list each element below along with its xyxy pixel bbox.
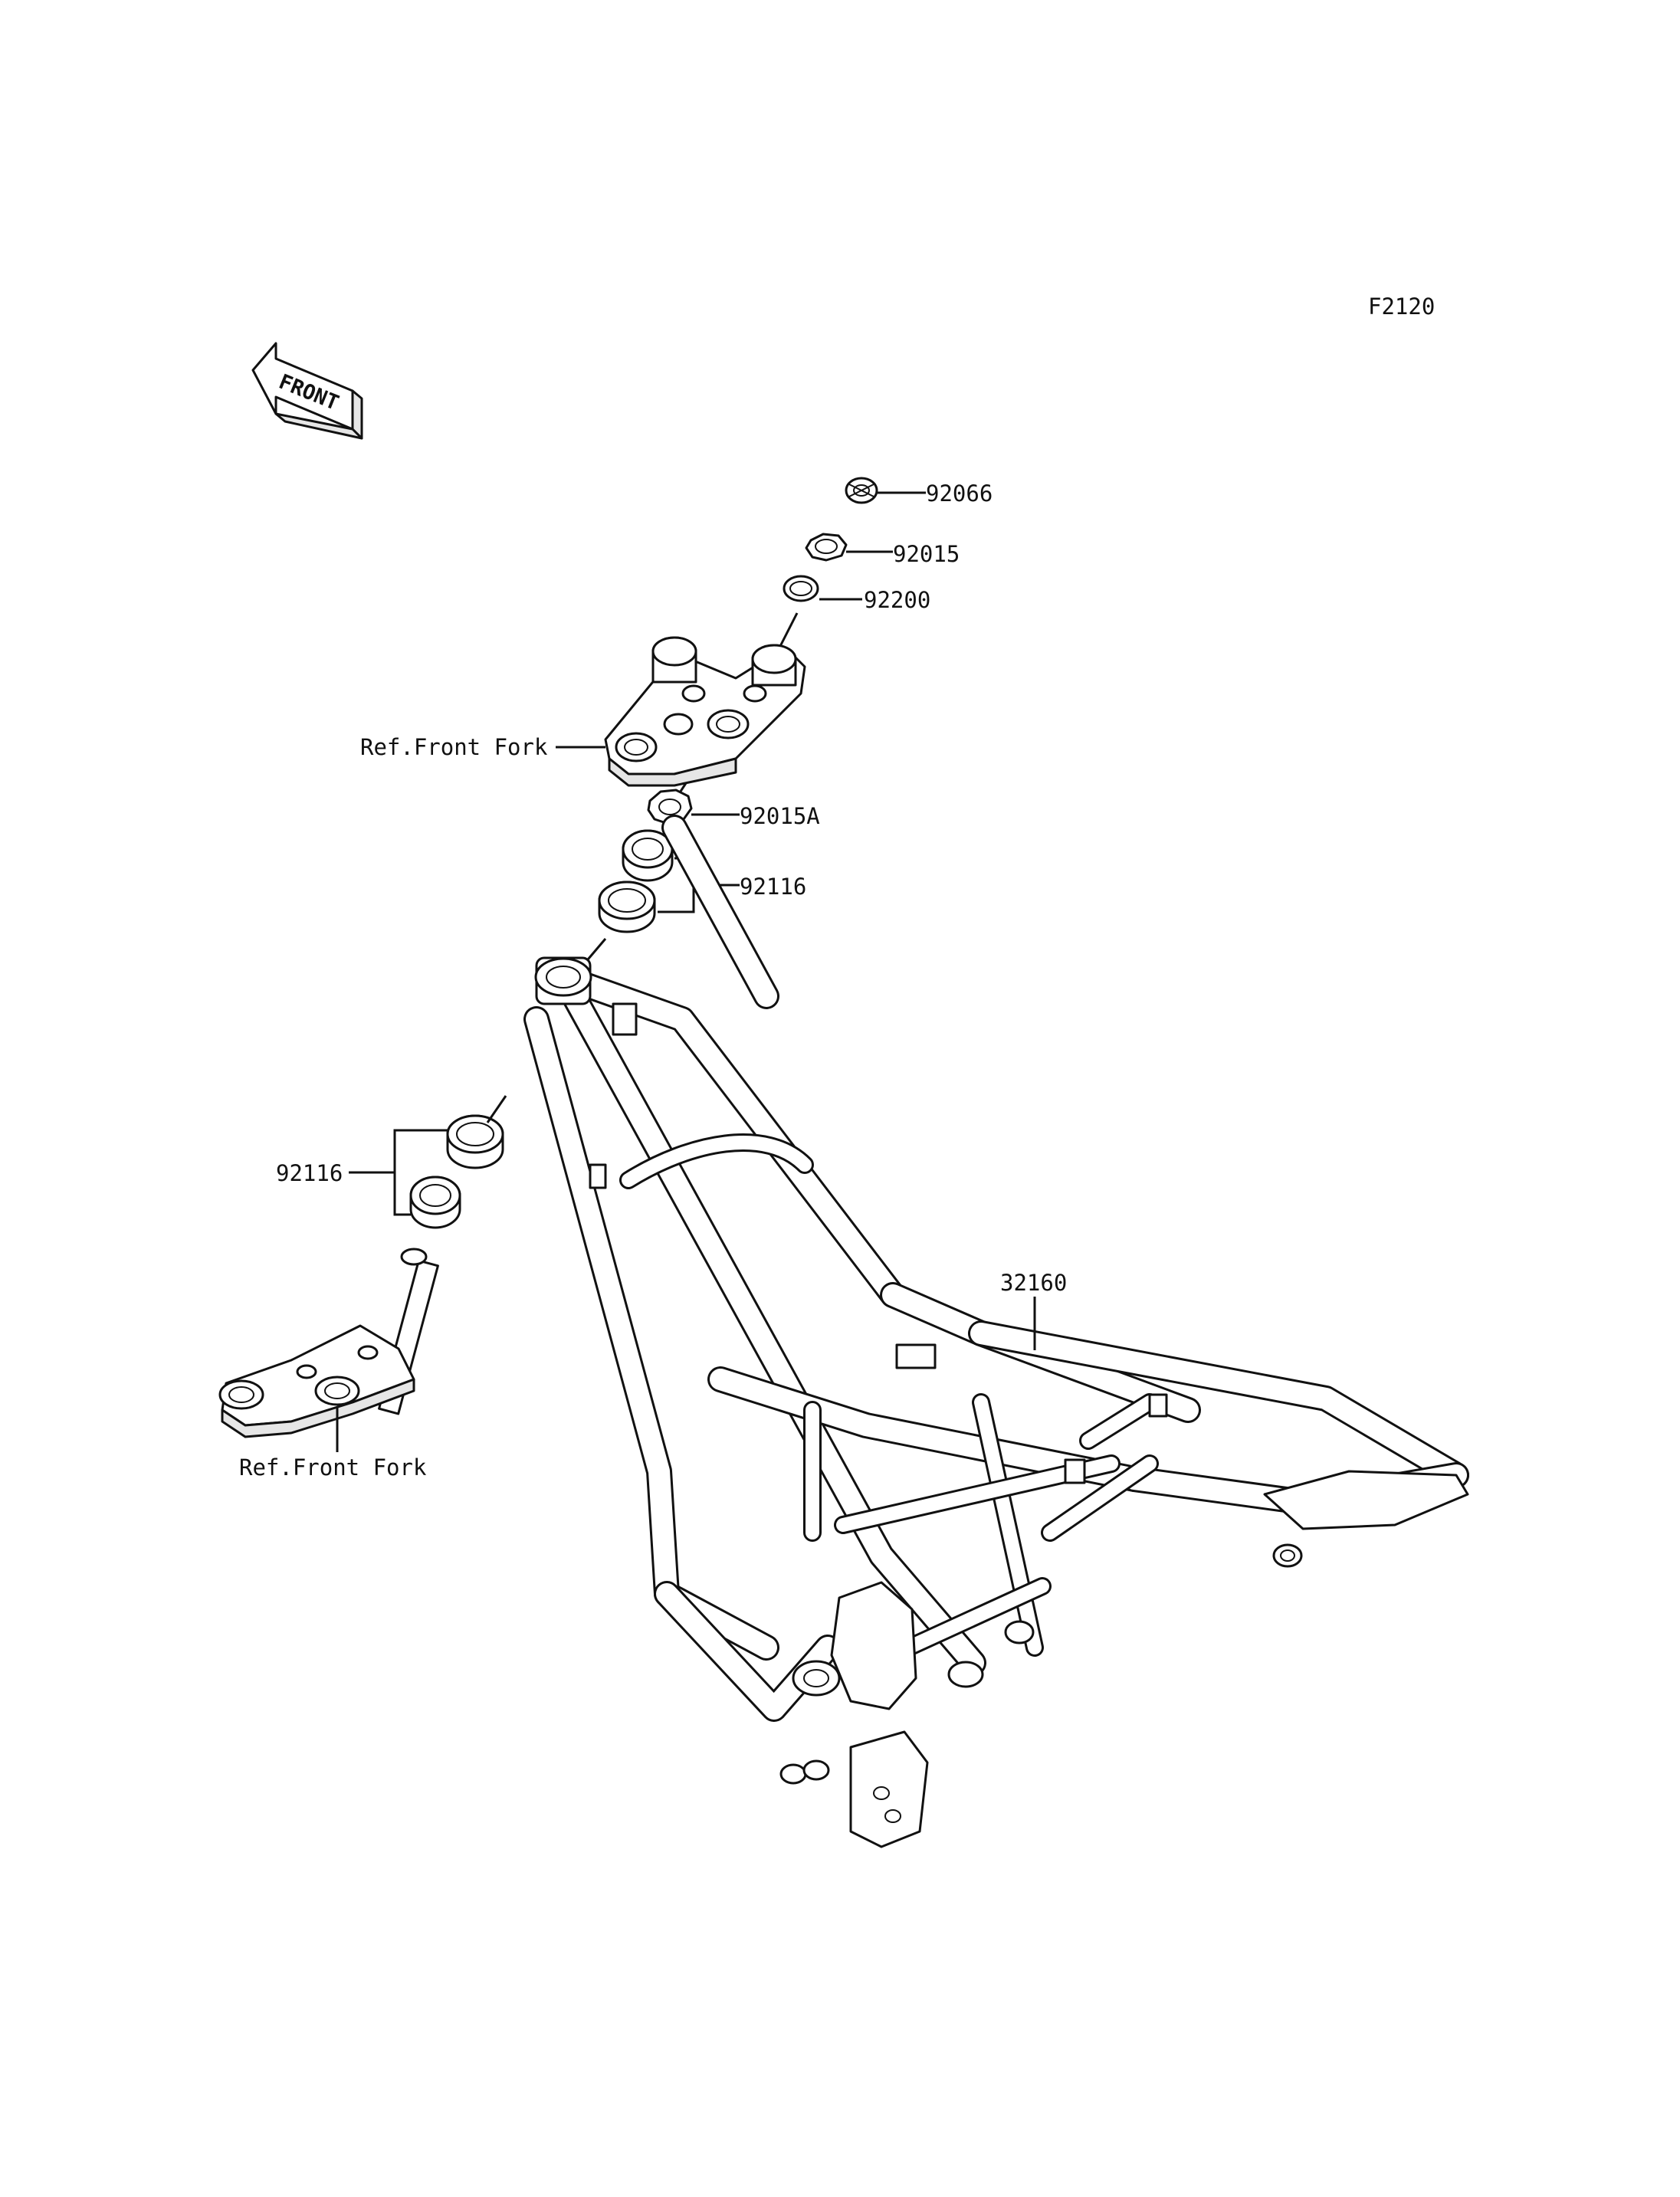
label-92015A: 92015A: [740, 803, 820, 829]
part-92116-lower-bearing-icon: [409, 1176, 461, 1229]
part-92015-icon: [805, 533, 848, 562]
label-92200: 92200: [864, 587, 930, 613]
part-92116-upper-race-icon: [598, 880, 656, 933]
part-92066-icon: [845, 477, 878, 504]
lower-triple-clamp-icon: [218, 1248, 439, 1438]
label-92066: 92066: [926, 480, 993, 507]
part-92116-lower-race-icon: [446, 1114, 504, 1169]
label-32160: 32160: [1000, 1270, 1067, 1296]
label-ref-front-fork-lower: Ref.Front Fork: [239, 1454, 427, 1481]
diagram-code: F2120: [1368, 293, 1435, 320]
leader-race-to-lower: [486, 1095, 507, 1123]
label-92116-upper: 92116: [740, 874, 806, 900]
label-92015: 92015: [893, 541, 960, 567]
label-ref-front-fork-upper: Ref.Front Fork: [360, 734, 548, 760]
part-92200-icon: [783, 575, 819, 602]
part-92015A-icon: [647, 789, 693, 825]
frame-32160-icon: [523, 815, 1469, 1848]
front-arrow-icon: FRONT: [251, 342, 363, 440]
upper-triple-clamp-icon: [604, 636, 806, 787]
part-92116-upper-bearing-icon: [622, 829, 674, 882]
label-92116-lower: 92116: [276, 1160, 343, 1186]
